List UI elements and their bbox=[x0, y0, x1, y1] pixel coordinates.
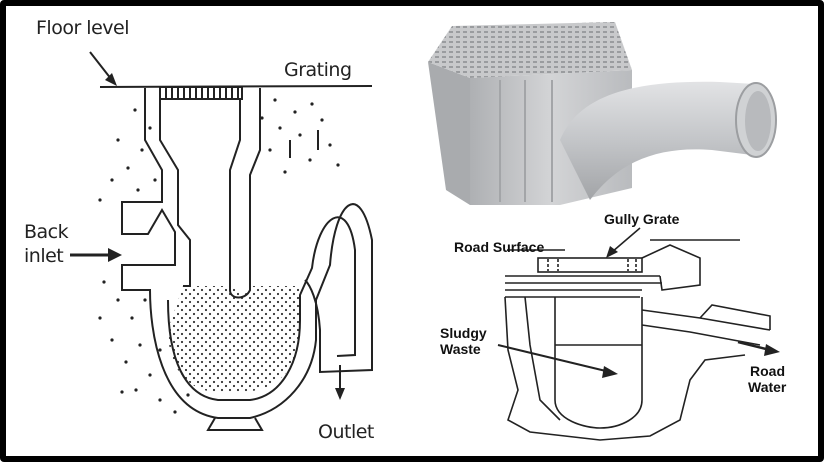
gully-trap-product-image bbox=[428, 22, 777, 205]
trap-bend-inner bbox=[167, 216, 356, 401]
gully-grate-label: Gully Grate bbox=[604, 211, 680, 227]
soil-dots bbox=[98, 98, 340, 414]
road-surface-lines bbox=[505, 275, 662, 298]
trap-inner-wall-left bbox=[159, 98, 191, 287]
grating-label: Grating bbox=[284, 59, 352, 81]
road-gully-diagram bbox=[497, 227, 780, 441]
trap-outer-wall bbox=[121, 88, 373, 419]
sludgy-waste-label-line2: Waste bbox=[440, 341, 481, 357]
road-surface-label: Road Surface bbox=[454, 239, 544, 255]
product-box-front bbox=[428, 62, 470, 205]
product-ribs bbox=[499, 80, 553, 202]
gully-grate-pointer bbox=[611, 227, 641, 253]
product-grating-top bbox=[428, 22, 632, 78]
drip-marks bbox=[289, 130, 319, 158]
sludgy-waste-arrowhead bbox=[602, 366, 618, 378]
sludgy-waste-label-line1: Sludgy bbox=[440, 325, 487, 341]
gully-grate bbox=[537, 257, 643, 273]
gully-trap-diagram bbox=[70, 51, 373, 431]
gully-chamber bbox=[554, 297, 643, 429]
product-outlet-pipe bbox=[560, 81, 755, 200]
kerb bbox=[641, 244, 701, 291]
trap-water bbox=[168, 286, 300, 392]
road-water-arrowhead bbox=[764, 344, 780, 356]
gully-grate-arrowhead bbox=[606, 246, 618, 258]
road-water-label-line2: Water bbox=[748, 379, 787, 395]
grating-bars bbox=[165, 88, 239, 98]
floor-level-label: Floor level bbox=[36, 17, 129, 39]
road-water-label-line1: Road bbox=[750, 363, 785, 379]
road-outlet-pipe bbox=[641, 304, 771, 346]
back-inlet-label-line1: Back bbox=[24, 221, 69, 243]
sludgy-waste-pointer bbox=[497, 344, 611, 373]
trap-foot bbox=[206, 417, 264, 431]
back-inlet-label-line2: inlet bbox=[24, 245, 63, 267]
outlet-arrowhead bbox=[335, 388, 345, 400]
trap-inner-wall-right bbox=[229, 88, 261, 299]
ground-outline-inner bbox=[524, 296, 561, 421]
outlet-label: Outlet bbox=[318, 421, 374, 443]
back-inlet-arrowhead bbox=[108, 248, 122, 262]
road-water-arrow bbox=[737, 340, 771, 352]
floor-level-arrowhead bbox=[105, 73, 117, 86]
gully-grate-slots bbox=[547, 259, 637, 271]
ground-outline bbox=[504, 296, 746, 441]
